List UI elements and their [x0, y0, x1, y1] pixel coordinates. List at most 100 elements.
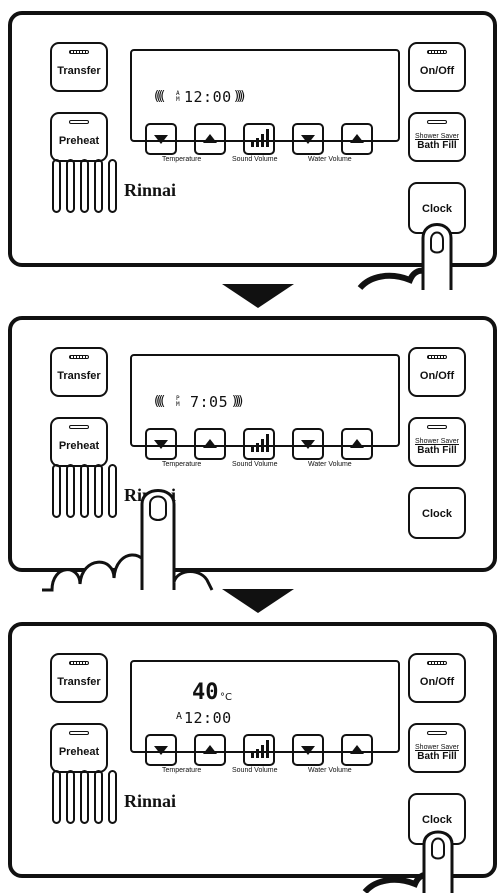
water-volume-up-button[interactable] [341, 428, 373, 460]
clock-time: 7:05 [190, 393, 228, 411]
brand-logo: Rinnai [124, 791, 176, 812]
bath-fill-label: Bath Fill [417, 445, 456, 456]
on-off-button-label: On/Off [420, 370, 454, 382]
on-off-indicator-led [427, 50, 447, 54]
sound-wave-left-icon: (((( [154, 394, 162, 409]
preheat-indicator-led [69, 120, 89, 124]
down-arrow-icon [154, 440, 168, 449]
volume-bars-icon [251, 740, 269, 758]
bath-fill-indicator-led [427, 425, 447, 429]
transfer-indicator-led [69, 50, 89, 54]
temperature-unit: °C [220, 692, 232, 703]
temperature-up-button[interactable] [194, 123, 226, 155]
sound-wave-left-icon: (((( [154, 89, 162, 104]
pointing-finger-icon [360, 826, 470, 893]
am-pm-indicator: A [176, 712, 182, 722]
on-off-indicator-led [427, 661, 447, 665]
sound-volume-caption: Sound Volume [232, 767, 278, 774]
preheat-indicator-led [69, 731, 89, 735]
shower-saver-bath-fill-button[interactable]: Shower Saver Bath Fill [408, 112, 466, 162]
am-pm-bottom: M [176, 96, 180, 103]
sound-volume-caption: Sound Volume [232, 156, 278, 163]
on-off-button-label: On/Off [420, 676, 454, 688]
speaker-vent [52, 159, 116, 215]
bath-fill-label: Bath Fill [417, 751, 456, 762]
down-arrow-icon [154, 746, 168, 755]
transfer-button-label: Transfer [57, 65, 100, 77]
pointing-finger-icon [355, 218, 465, 290]
temperature-readout: 40 [192, 680, 219, 705]
temperature-caption: Temperature [162, 461, 201, 468]
preheat-button[interactable]: Preheat [50, 417, 108, 467]
brand-logo: Rinnai [124, 180, 176, 201]
water-volume-caption: Water Volume [308, 767, 352, 774]
am-pm-indicator: A M [176, 91, 180, 103]
preheat-indicator-led [69, 425, 89, 429]
temperature-down-button[interactable] [145, 734, 177, 766]
temperature-down-button[interactable] [145, 428, 177, 460]
down-arrow-icon [301, 135, 315, 144]
transfer-button-label: Transfer [57, 370, 100, 382]
preheat-button[interactable]: Preheat [50, 723, 108, 773]
down-arrow-icon [301, 440, 315, 449]
sound-volume-caption: Sound Volume [232, 461, 278, 468]
transfer-button-label: Transfer [57, 676, 100, 688]
preheat-button[interactable]: Preheat [50, 112, 108, 162]
on-off-indicator-led [427, 355, 447, 359]
temperature-up-button[interactable] [194, 734, 226, 766]
preheat-button-label: Preheat [59, 135, 99, 147]
water-volume-up-button[interactable] [341, 734, 373, 766]
temperature-up-button[interactable] [194, 428, 226, 460]
hand-pressing-icon [42, 486, 217, 592]
preheat-button-label: Preheat [59, 440, 99, 452]
transfer-button[interactable]: Transfer [50, 42, 108, 92]
up-arrow-icon [203, 745, 217, 754]
shower-saver-label: Shower Saver [415, 744, 459, 751]
on-off-button-label: On/Off [420, 65, 454, 77]
clock-button[interactable]: Clock [408, 487, 466, 539]
up-arrow-icon [203, 439, 217, 448]
shower-saver-label: Shower Saver [415, 133, 459, 140]
sound-volume-button[interactable] [243, 123, 275, 155]
down-arrow-icon [301, 746, 315, 755]
clock-button-label: Clock [422, 814, 452, 826]
preheat-button-label: Preheat [59, 746, 99, 758]
water-volume-down-button[interactable] [292, 734, 324, 766]
clock-time: 12:00 [184, 88, 232, 106]
up-arrow-icon [350, 745, 364, 754]
on-off-button[interactable]: On/Off [408, 42, 466, 92]
down-arrow-step-icon [222, 284, 294, 308]
clock-button-label: Clock [422, 203, 452, 215]
sound-volume-button[interactable] [243, 734, 275, 766]
water-volume-caption: Water Volume [308, 156, 352, 163]
bath-fill-indicator-led [427, 731, 447, 735]
transfer-button[interactable]: Transfer [50, 347, 108, 397]
bath-fill-label: Bath Fill [417, 140, 456, 151]
sound-wave-right-icon: )))) [232, 394, 240, 409]
water-volume-caption: Water Volume [308, 461, 352, 468]
on-off-button[interactable]: On/Off [408, 653, 466, 703]
transfer-button[interactable]: Transfer [50, 653, 108, 703]
down-arrow-step-icon [222, 589, 294, 613]
speaker-vent [52, 770, 116, 826]
clock-button-label: Clock [422, 508, 452, 520]
volume-bars-icon [251, 129, 269, 147]
temperature-down-button[interactable] [145, 123, 177, 155]
sound-volume-button[interactable] [243, 428, 275, 460]
water-volume-up-button[interactable] [341, 123, 373, 155]
am-pm-bottom: M [176, 401, 180, 408]
volume-bars-icon [251, 434, 269, 452]
shower-saver-bath-fill-button[interactable]: Shower Saver Bath Fill [408, 417, 466, 467]
shower-saver-label: Shower Saver [415, 438, 459, 445]
bath-fill-indicator-led [427, 120, 447, 124]
shower-saver-bath-fill-button[interactable]: Shower Saver Bath Fill [408, 723, 466, 773]
water-volume-down-button[interactable] [292, 428, 324, 460]
temperature-caption: Temperature [162, 156, 201, 163]
on-off-button[interactable]: On/Off [408, 347, 466, 397]
temperature-caption: Temperature [162, 767, 201, 774]
transfer-indicator-led [69, 661, 89, 665]
am-pm-indicator: P M [176, 396, 180, 408]
water-volume-down-button[interactable] [292, 123, 324, 155]
transfer-indicator-led [69, 355, 89, 359]
up-arrow-icon [203, 134, 217, 143]
